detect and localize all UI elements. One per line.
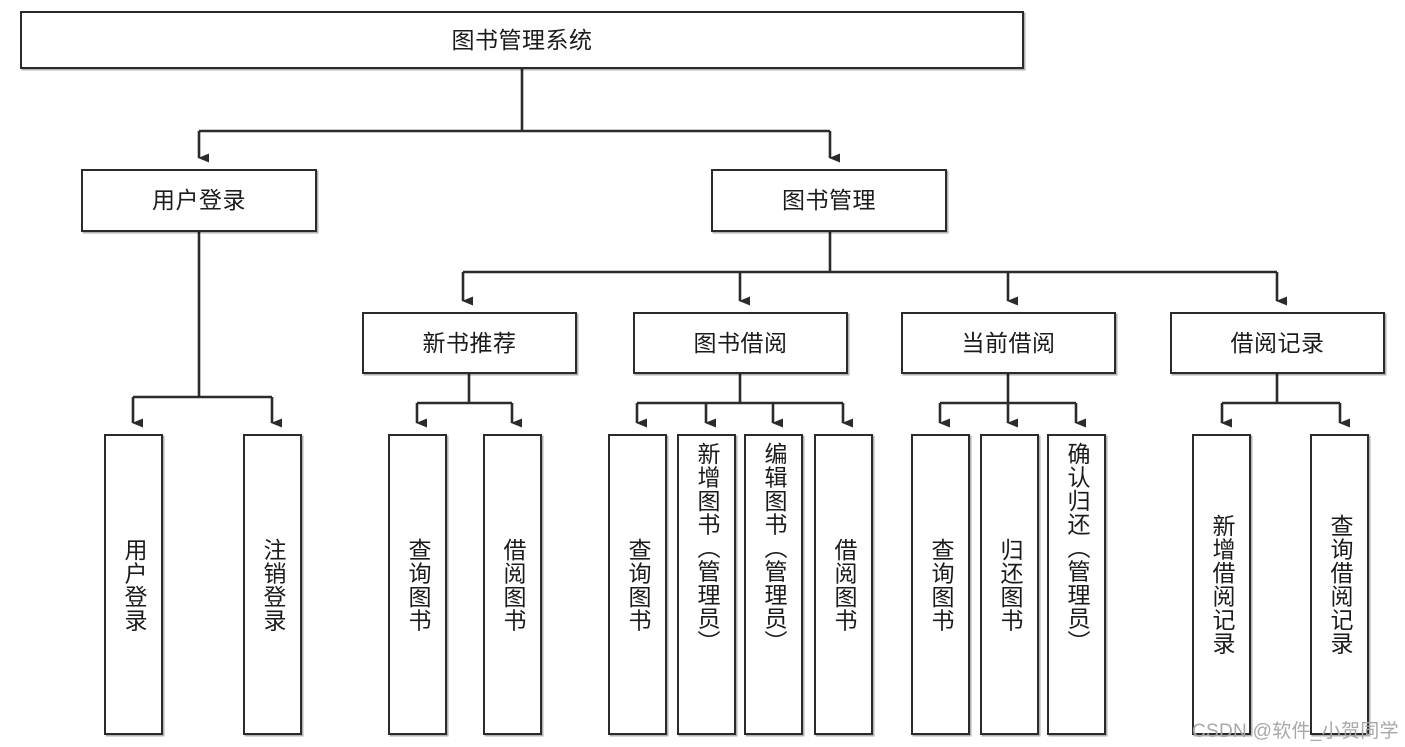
node-book-manage[interactable]: 图书管理 [711, 169, 947, 232]
node-leaf-query-book-1[interactable]: 查询图书 [388, 434, 447, 735]
node-leaf-add-borrow-record[interactable]: 新增借阅记录 [1192, 434, 1251, 735]
csdn-watermark: CSDN @软件_小贺同学 [1192, 721, 1399, 742]
node-label: 当前借阅 [961, 329, 1056, 356]
node-new-book-recommend[interactable]: 新书推荐 [362, 312, 577, 374]
node-label: 查询图书 [927, 537, 954, 632]
node-leaf-borrow-book-2[interactable]: 借阅图书 [814, 434, 873, 735]
node-label: 查询图书 [624, 537, 651, 632]
node-label: 归还图书 [996, 537, 1023, 632]
node-label: 借阅图书 [830, 537, 857, 632]
node-label: 新增图书（管理员） [693, 442, 720, 654]
node-root-system[interactable]: 图书管理系统 [20, 11, 1024, 69]
node-leaf-add-book-admin[interactable]: 新增图书（管理员） [677, 434, 736, 735]
node-label: 查询借阅记录 [1326, 514, 1353, 655]
node-leaf-user-logout[interactable]: 注销登录 [243, 434, 302, 735]
node-label: 编辑图书（管理员） [760, 442, 787, 654]
node-label: 注销登录 [259, 537, 286, 632]
node-leaf-user-login[interactable]: 用户登录 [104, 434, 163, 735]
node-label: 借阅图书 [499, 537, 526, 632]
node-current-borrow[interactable]: 当前借阅 [901, 312, 1116, 374]
node-leaf-confirm-return-admin[interactable]: 确认归还（管理员） [1047, 434, 1106, 735]
node-label: 查询图书 [404, 537, 431, 632]
node-leaf-query-book-2[interactable]: 查询图书 [608, 434, 667, 735]
node-user-login[interactable]: 用户登录 [81, 169, 317, 232]
node-book-borrow[interactable]: 图书借阅 [633, 312, 848, 374]
node-leaf-query-book-3[interactable]: 查询图书 [911, 434, 970, 735]
node-label: 图书管理系统 [451, 26, 593, 53]
node-label: 新增借阅记录 [1208, 514, 1235, 655]
node-leaf-borrow-book-1[interactable]: 借阅图书 [483, 434, 542, 735]
node-leaf-return-book[interactable]: 归还图书 [980, 434, 1039, 735]
node-label: 借阅记录 [1230, 329, 1325, 356]
node-label: 用户登录 [152, 187, 246, 214]
node-borrow-record[interactable]: 借阅记录 [1170, 312, 1385, 374]
node-label: 新书推荐 [422, 329, 517, 356]
node-label: 用户登录 [120, 537, 147, 632]
node-label: 图书管理 [782, 187, 876, 214]
node-label: 图书借阅 [693, 329, 788, 356]
node-leaf-query-borrow-record[interactable]: 查询借阅记录 [1310, 434, 1369, 735]
node-leaf-edit-book-admin[interactable]: 编辑图书（管理员） [744, 434, 803, 735]
node-label: 确认归还（管理员） [1063, 442, 1090, 654]
